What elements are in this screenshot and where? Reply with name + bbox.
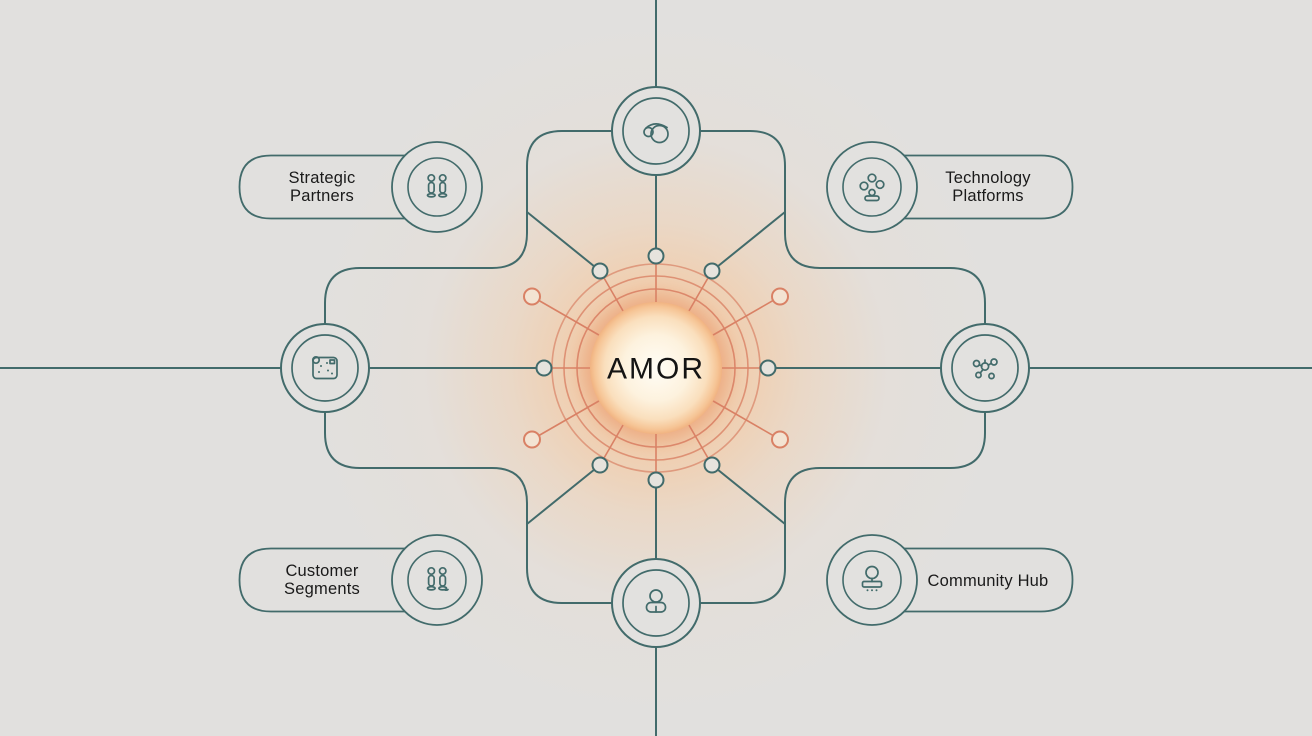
- pill-community-hub: Community Hub: [826, 534, 1074, 626]
- connector-top-left-path: [324, 130, 613, 325]
- pill-technology-platforms: Technology Platforms: [826, 141, 1074, 233]
- right-satellite-circle: [940, 323, 1030, 413]
- abstract-orbit-icon: [643, 123, 669, 144]
- bottom-satellite-circle: [611, 558, 701, 648]
- pill-label-line2: Platforms: [952, 187, 1023, 205]
- pill-label-line2: Segments: [284, 580, 360, 598]
- pill-label-line2: Partners: [290, 187, 354, 205]
- pill-label-line1: Technology: [945, 169, 1031, 187]
- person-podium-icon: [861, 565, 883, 592]
- connector-top-right-path: [699, 130, 986, 325]
- central-hub: AMOR: [523, 247, 789, 489]
- branch-bottom-right: [711, 464, 786, 525]
- hub-node: [703, 262, 721, 280]
- hub-node: [591, 456, 609, 474]
- pill-strategic-partners: Strategic Partners: [238, 141, 483, 233]
- hub-node: [703, 456, 721, 474]
- people-group-icon: [426, 566, 449, 592]
- pill-label-line1: Customer: [285, 562, 358, 580]
- hub-nodes-teal: [535, 247, 777, 489]
- hub-node: [759, 359, 777, 377]
- network-nodes-icon: [859, 173, 885, 202]
- hub-node: [647, 471, 665, 489]
- partners-icon: [426, 173, 448, 198]
- hub-node: [647, 247, 665, 265]
- hub-nodes-orange: [523, 287, 789, 449]
- connector-bottom-left-path: [324, 411, 613, 604]
- hub-node-orange: [771, 430, 789, 449]
- hub-node-orange: [523, 430, 541, 449]
- branch-top-right: [711, 211, 786, 272]
- hub-node: [535, 359, 553, 377]
- map-dots-icon: [311, 355, 338, 380]
- hub-node: [591, 262, 609, 280]
- pill-customer-segments: Customer Segments: [238, 534, 483, 626]
- pill-label: Community Hub: [928, 572, 1049, 590]
- hub-node-orange: [771, 287, 789, 306]
- hub-node-orange: [523, 287, 541, 306]
- pill-label-line1: Strategic: [289, 169, 356, 187]
- hub-label: AMOR: [607, 353, 705, 386]
- left-satellite-circle: [280, 323, 370, 413]
- person-icon: [645, 589, 667, 613]
- top-satellite-circle: [611, 86, 701, 176]
- molecule-icon: [972, 358, 998, 380]
- connector-bottom-right-path: [699, 411, 986, 604]
- branch-bottom-left: [526, 464, 601, 525]
- branch-top-left: [526, 211, 601, 272]
- hub-core-circle: [590, 302, 722, 434]
